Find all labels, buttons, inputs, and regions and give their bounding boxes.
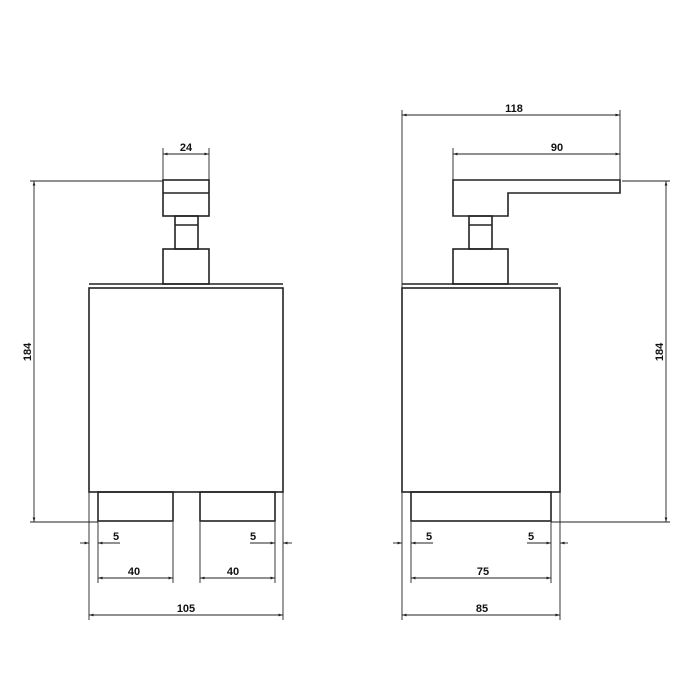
dim-knob-width: 24 <box>180 142 193 154</box>
container-body <box>401 287 561 493</box>
pump-neck <box>162 248 210 285</box>
dim-height: 184 <box>654 342 666 361</box>
left-foot <box>97 491 174 522</box>
dim-overall-width: 105 <box>177 603 195 615</box>
container-body <box>88 287 284 493</box>
dim-foot-width: 75 <box>477 566 489 578</box>
pump-lever <box>452 179 621 217</box>
dim-lever-length: 90 <box>551 142 563 154</box>
foot <box>410 491 552 522</box>
dim-overall-width: 85 <box>476 603 488 615</box>
dim-height: 184 <box>22 342 34 361</box>
pump-stem <box>174 215 199 250</box>
dim-right-foot: 40 <box>227 566 239 578</box>
pump-stem <box>468 215 493 250</box>
dim-right-inset: 5 <box>250 531 256 543</box>
front-view <box>88 179 284 522</box>
dim-left-inset: 5 <box>113 531 119 543</box>
pump-neck <box>452 248 509 285</box>
dim-left-foot: 40 <box>128 566 140 578</box>
front-view-dimensions: 24 184 5 5 40 40 105 <box>22 142 292 620</box>
side-view <box>401 179 621 522</box>
dim-lever-reach: 118 <box>505 103 523 115</box>
dim-left-inset: 5 <box>426 531 432 543</box>
pump-knob <box>162 179 210 217</box>
right-foot <box>199 491 276 522</box>
side-view-dimensions: 118 90 184 5 5 75 85 <box>393 103 670 620</box>
dim-right-inset: 5 <box>528 531 534 543</box>
